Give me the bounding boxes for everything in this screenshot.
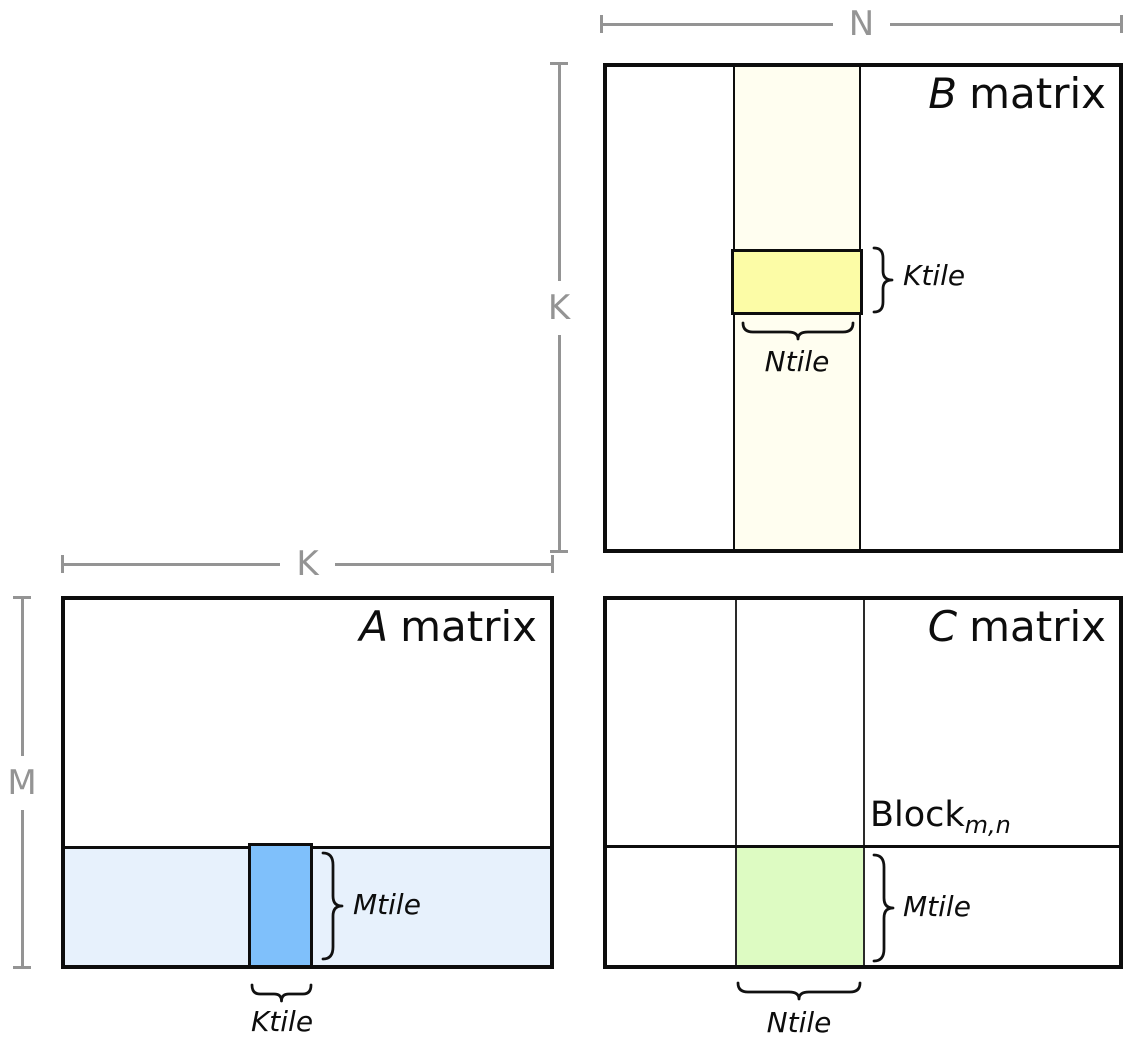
- c-matrix-letter: C: [927, 602, 958, 651]
- k-line-a-left-tick: [61, 555, 64, 573]
- c-ntile-label: Ntile: [766, 1006, 832, 1039]
- a-matrix-letter: A: [359, 602, 389, 651]
- c-column-right-line: [863, 600, 865, 965]
- c-block-tile: [737, 848, 863, 965]
- k-line-b-top-segment: [557, 65, 561, 281]
- b-ntile-label: Ntile: [764, 345, 830, 378]
- c-block-subscript: m,n: [964, 811, 1011, 839]
- a-mtile-brace-icon: [321, 851, 344, 961]
- m-line-top-tick: [13, 596, 31, 599]
- c-mtile-brace-icon: [872, 853, 895, 963]
- m-dimension-line: M: [7, 596, 37, 969]
- m-line-top-segment: [20, 599, 24, 756]
- c-mtile-label: Mtile: [903, 890, 971, 923]
- a-mtile-ktile-tile: [248, 843, 313, 965]
- k-line-b-bottom-segment: [557, 334, 561, 550]
- k-dimension-label-a: K: [296, 544, 319, 584]
- k-line-a-right-segment: [334, 562, 552, 566]
- c-block-word: Block: [870, 795, 965, 835]
- c-column-left-line: [735, 600, 737, 965]
- m-line-bottom-tick: [13, 966, 31, 969]
- k-line-a-right-tick: [551, 555, 555, 573]
- b-ktile-ntile-tile: [731, 249, 863, 315]
- c-block-label: Blockm,n: [870, 794, 1011, 840]
- m-dimension-label: M: [7, 762, 37, 803]
- a-ktile-label: Ktile: [250, 1005, 314, 1038]
- b-ktile-brace-icon: [872, 246, 894, 314]
- k-line-b-top-tick: [550, 62, 568, 65]
- c-ntile-underbrace-icon: [736, 981, 862, 1001]
- n-line-right-segment: [890, 22, 1120, 26]
- a-ktile-underbrace-icon: [250, 983, 313, 1003]
- k-line-b-bottom-tick: [550, 550, 568, 553]
- n-line-right-tick: [1120, 15, 1123, 33]
- a-mtile-label: Mtile: [353, 888, 421, 921]
- b-ntile-underbrace-icon: [741, 321, 855, 341]
- k-dimension-label-b: K: [547, 287, 571, 328]
- c-matrix-word: matrix: [969, 602, 1106, 651]
- n-line-left-segment: [603, 22, 833, 26]
- m-line-bottom-segment: [20, 809, 24, 966]
- n-line-left-tick: [600, 15, 603, 33]
- n-dimension-label: N: [848, 4, 875, 44]
- b-matrix-word: matrix: [969, 69, 1106, 118]
- b-ktile-label: Ktile: [903, 259, 966, 292]
- a-matrix-word: matrix: [400, 602, 537, 651]
- b-matrix-letter: B: [928, 69, 958, 118]
- k-dimension-line-a: K: [61, 547, 555, 581]
- c-row-divider-line: [607, 845, 1119, 848]
- k-dimension-line-b: K: [548, 62, 570, 553]
- n-dimension-line: N: [600, 7, 1123, 41]
- k-line-a-left-segment: [64, 562, 281, 566]
